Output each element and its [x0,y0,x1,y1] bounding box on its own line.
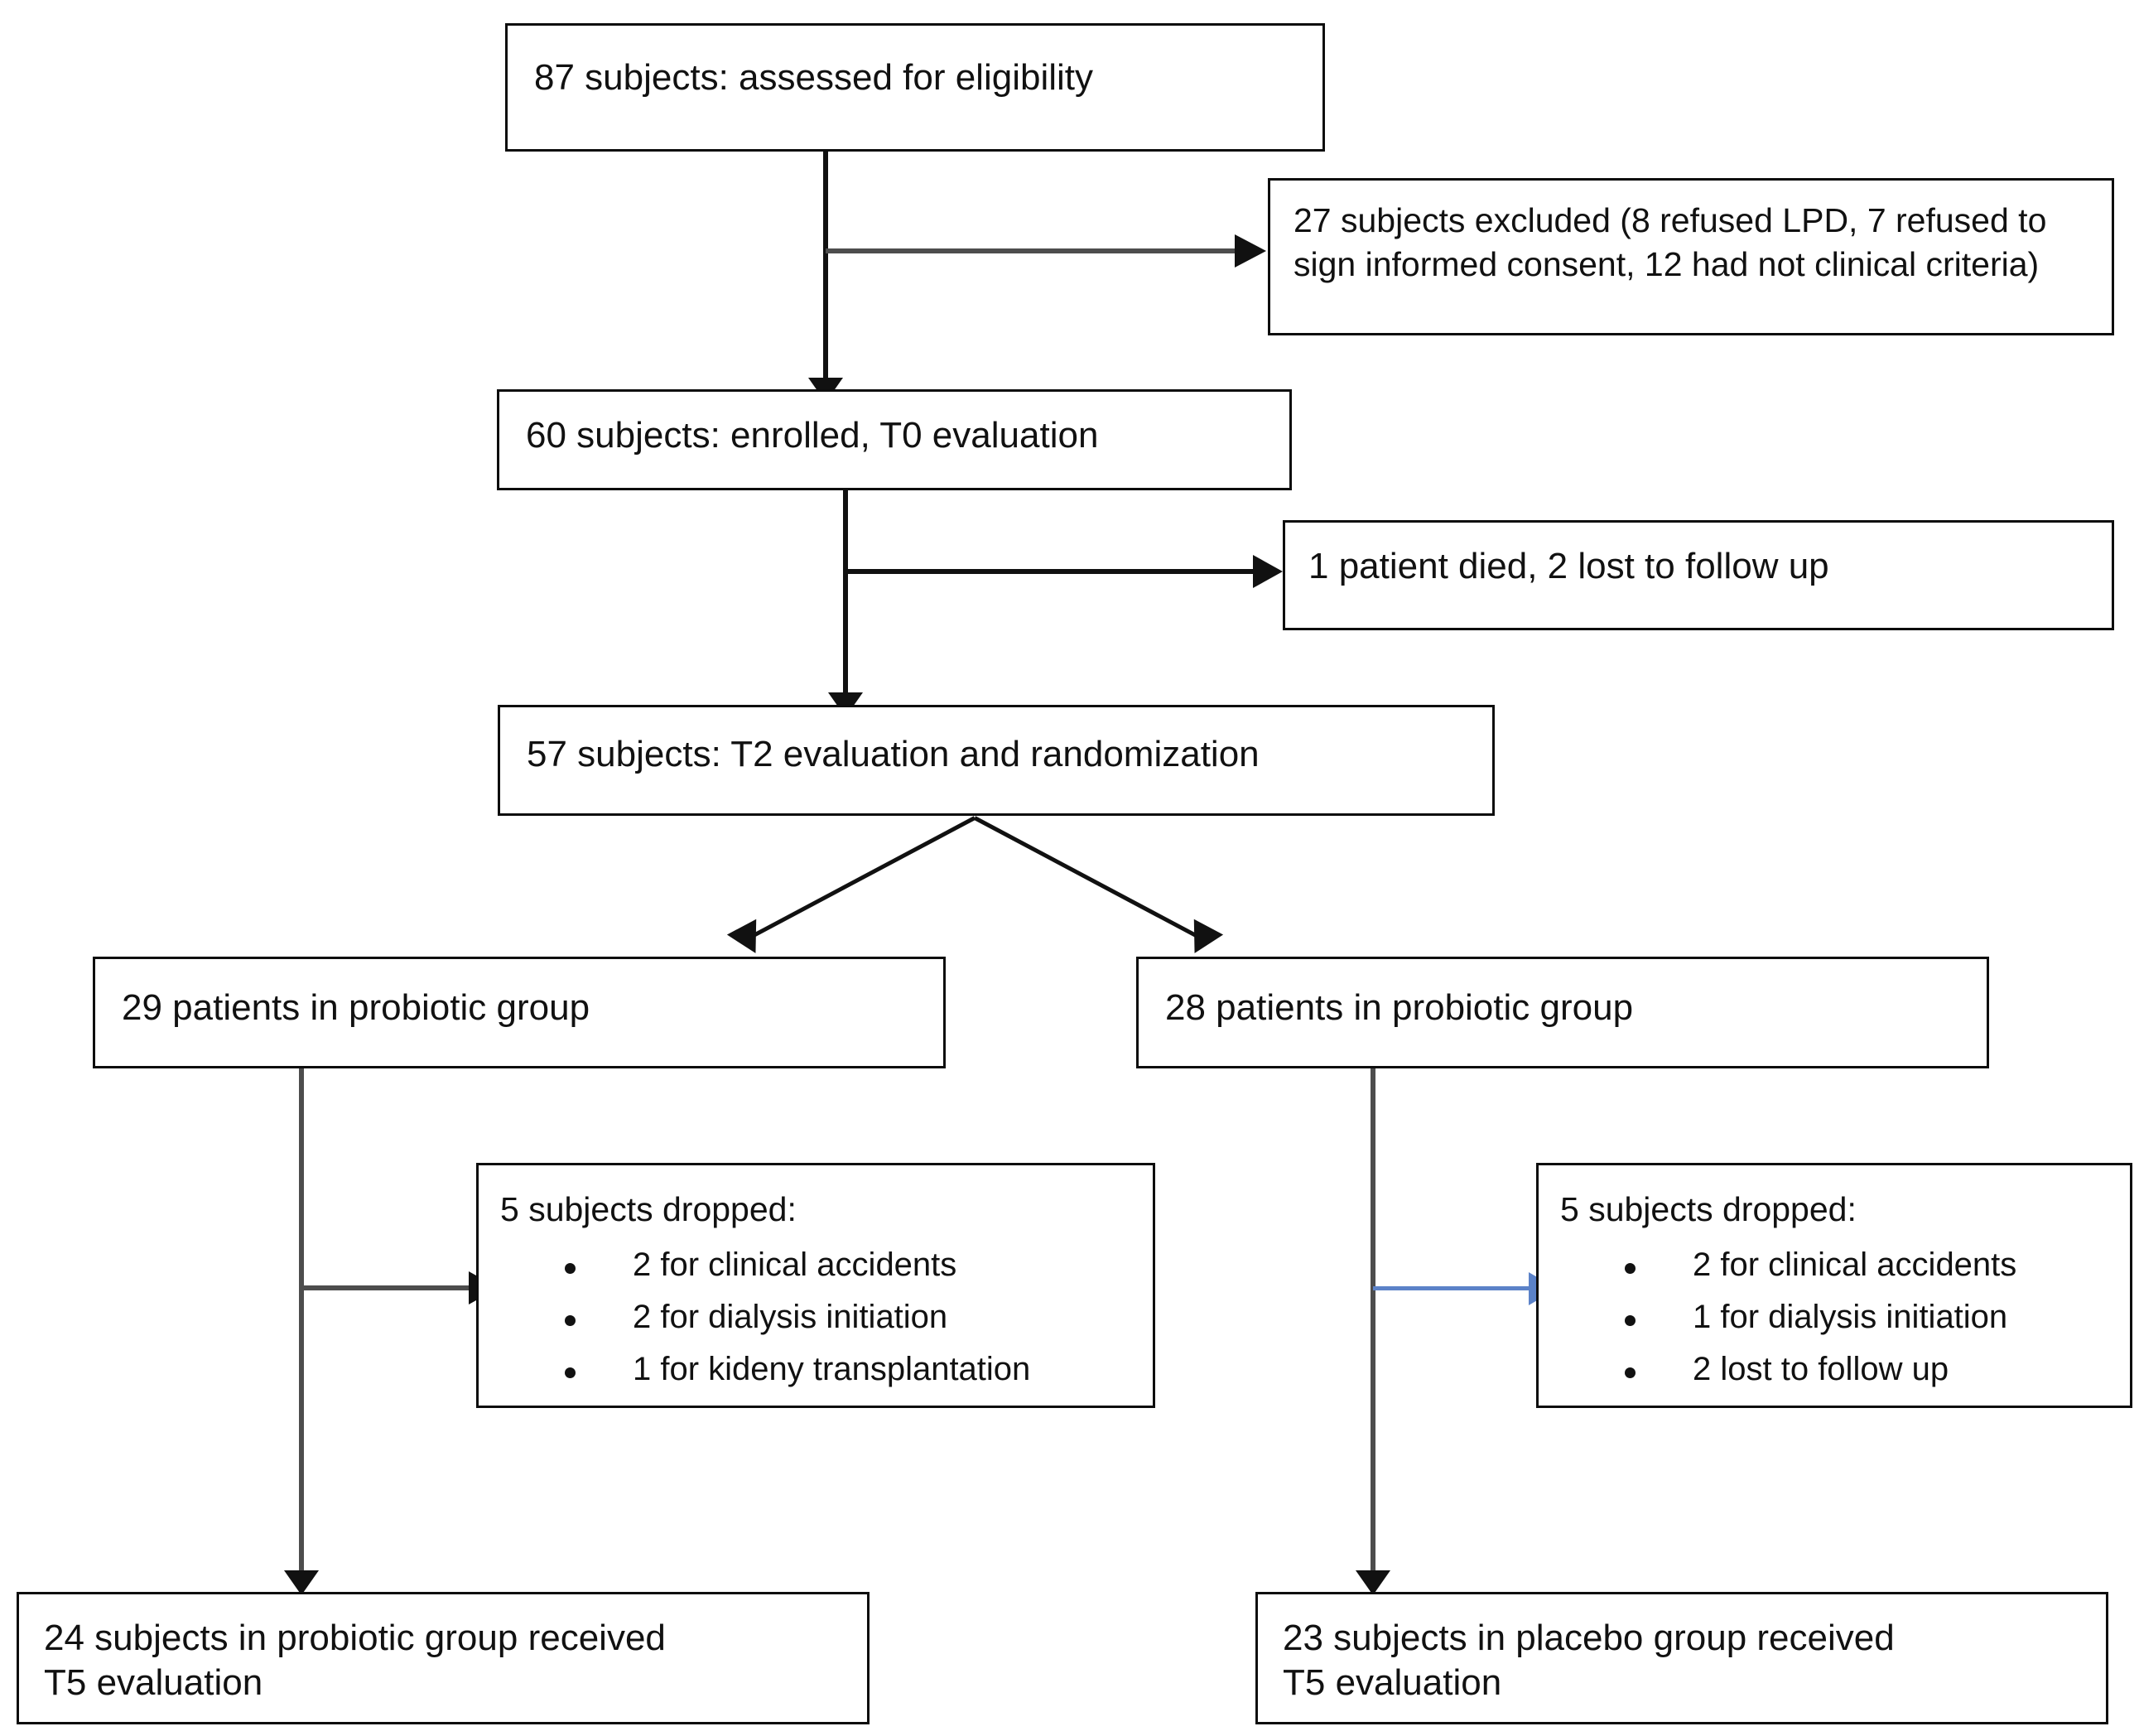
node-arm-probiotic-29: 29 patients in probiotic group [93,957,946,1068]
list-item-label: 2 lost to follow up [1693,1350,1949,1387]
edge-right-arm-to-final-line [1371,1068,1375,1579]
node-dropped-left-list: 2 for clinical accidents 2 for dialysis … [500,1230,1135,1386]
node-enrolled-label: 60 subjects: enrolled, T0 evaluation [526,415,1099,456]
list-item-label: 2 for clinical accidents [1693,1247,2017,1284]
node-arm-probiotic-28: 28 patients in probiotic group [1136,957,1989,1068]
node-final-probiotic-24: 24 subjects in probiotic group received … [17,1592,870,1724]
node-final-right-label: 23 subjects in placebo group received T5… [1283,1618,1895,1703]
node-final-placebo-23: 23 subjects in placebo group received T5… [1255,1592,2108,1724]
list-item-label: 1 for kideny transplantation [633,1350,1031,1387]
list-item-label: 2 for clinical accidents [633,1247,957,1284]
edge-assessed-to-excluded-arrowhead [1235,234,1266,268]
node-assessed-label: 87 subjects: assessed for eligibility [534,57,1093,98]
bullet-dot-icon [1625,1263,1636,1275]
node-excluded-label: 27 subjects excluded (8 refused LPD, 7 r… [1294,201,2047,284]
bullet-dot-icon [565,1367,576,1378]
edge-assessed-to-excluded-line [826,248,1240,253]
list-item: 2 for clinical accidents [500,1248,1135,1282]
bullet-dot-icon [565,1263,576,1275]
edge-enrolled-to-attrition-line [845,569,1260,574]
node-attrition-after-t0: 1 patient died, 2 lost to follow up [1283,520,2114,630]
edge-right-arm-to-dropped-line [1373,1286,1534,1290]
edge-left-arm-to-final-line [299,1068,304,1579]
node-assessed-for-eligibility: 87 subjects: assessed for eligibility [505,23,1325,152]
edge-right-arm-to-final-arrowhead [1356,1570,1390,1595]
edge-left-arm-to-dropped-line [301,1285,474,1290]
bullet-dot-icon [1625,1315,1636,1327]
list-item: 1 for kideny transplantation [500,1350,1135,1387]
node-dropped-right-heading: 5 subjects dropped: [1560,1190,1857,1228]
list-item: 1 for dialysis initiation [1560,1300,2112,1334]
edge-randomization-to-right-arm-line [973,816,1204,942]
bullet-dot-icon [1625,1367,1636,1378]
node-arm-right-label: 28 patients in probiotic group [1165,987,1634,1028]
node-dropped-left-heading: 5 subjects dropped: [500,1190,797,1228]
list-item: 2 for dialysis initiation [500,1300,1135,1334]
list-item: 2 lost to follow up [1560,1350,2112,1387]
node-dropped-right: 5 subjects dropped: 2 for clinical accid… [1536,1163,2132,1408]
node-randomization-label: 57 subjects: T2 evaluation and randomiza… [527,734,1260,774]
node-enrolled-t0: 60 subjects: enrolled, T0 evaluation [497,389,1292,490]
node-randomization: 57 subjects: T2 evaluation and randomiza… [498,705,1495,816]
list-item: 2 for clinical accidents [1560,1248,2112,1282]
edge-assessed-to-enrolled-line [823,152,828,388]
node-arm-left-label: 29 patients in probiotic group [122,987,590,1028]
node-final-left-label: 24 subjects in probiotic group received … [44,1618,666,1703]
edge-enrolled-to-attrition-arrowhead [1253,555,1283,588]
edge-left-arm-to-final-arrowhead [284,1570,319,1595]
edge-enrolled-to-randomized-line [843,490,848,702]
list-item-label: 1 for dialysis initiation [1693,1298,2008,1335]
node-dropped-left: 5 subjects dropped: 2 for clinical accid… [476,1163,1155,1408]
node-attrition-label: 1 patient died, 2 lost to follow up [1308,546,1829,586]
node-excluded: 27 subjects excluded (8 refused LPD, 7 r… [1268,178,2114,335]
edge-randomization-to-right-arm-arrowhead [1179,919,1224,962]
edge-randomization-to-left-arm-line [747,816,976,941]
list-item-label: 2 for dialysis initiation [633,1298,948,1335]
bullet-dot-icon [565,1315,576,1327]
edge-randomization-to-left-arm-arrowhead [726,919,771,962]
node-dropped-right-list: 2 for clinical accidents 1 for dialysis … [1560,1230,2112,1386]
